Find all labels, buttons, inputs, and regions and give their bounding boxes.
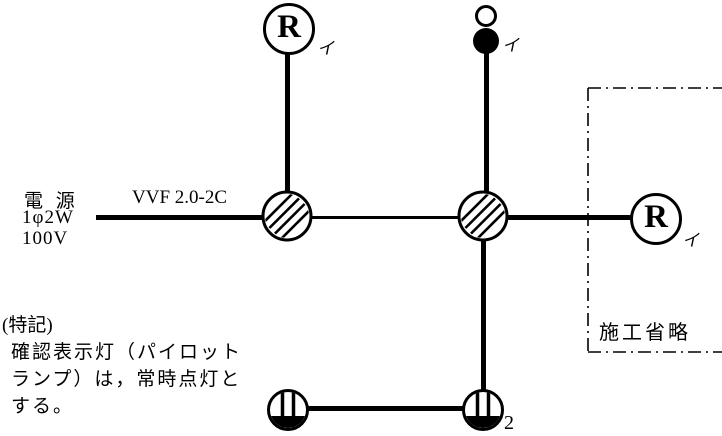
outlet-icon: [462, 389, 504, 431]
outlet-count-label: 2: [504, 412, 514, 434]
notes-line: 確認表示灯（パイロット: [11, 342, 243, 363]
pilot-lamp-icon: [475, 5, 497, 27]
lamp-receptacle-letter: R: [277, 9, 301, 45]
construction-omitted-border: [587, 87, 722, 353]
notes-line: する。: [11, 396, 75, 417]
junction-box-icon: [457, 190, 509, 242]
construction-omitted-label: 施工省略: [599, 322, 691, 344]
wire-right-box-to-lamp: [504, 215, 632, 220]
power-source-voltage: 100V: [22, 228, 69, 249]
wire-switch-to-right-box: [483, 52, 489, 194]
circuit-label: イ: [501, 36, 523, 55]
lamp-receptacle-letter: R: [644, 199, 668, 235]
wire-lamp-top-to-left-box: [284, 52, 290, 194]
junction-box-icon: [261, 190, 313, 242]
power-source-name: 電 源: [24, 191, 79, 212]
outlet-icon: [267, 389, 309, 431]
notes-heading: (特記): [2, 315, 53, 336]
wire-right-box-to-outlet: [480, 238, 486, 390]
wire-between-outlets: [306, 406, 463, 411]
switch-icon: [473, 28, 499, 54]
cable-label: VVF 2.0-2C: [132, 187, 228, 208]
power-source-phase: 1φ2W: [22, 207, 74, 228]
wire-power-to-left-box: [96, 215, 264, 220]
notes-line: ランプ）は，常時点灯と: [11, 369, 242, 390]
wire-between-boxes: [308, 216, 460, 219]
circuit-label: イ: [316, 39, 338, 58]
lamp-receptacle-icon: R: [263, 3, 315, 55]
lamp-receptacle-icon: R: [630, 193, 682, 245]
